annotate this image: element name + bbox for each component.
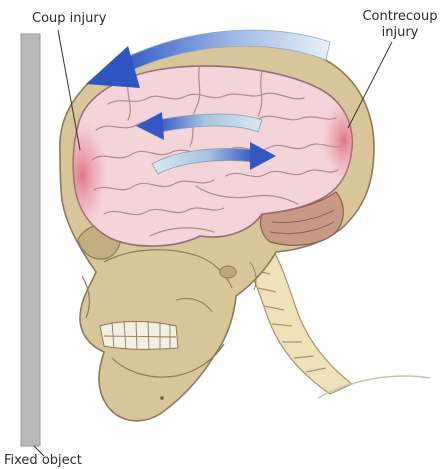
coup-injury-label: Coup injury [32,11,107,26]
fixed-object-wall [21,34,40,446]
teeth [100,321,178,350]
fixed-object-label: Fixed object [4,453,82,468]
contrecoup-injury-label-line1: Contrecoup [362,9,437,24]
contrecoup-injury-label-line2: injury [382,25,419,40]
